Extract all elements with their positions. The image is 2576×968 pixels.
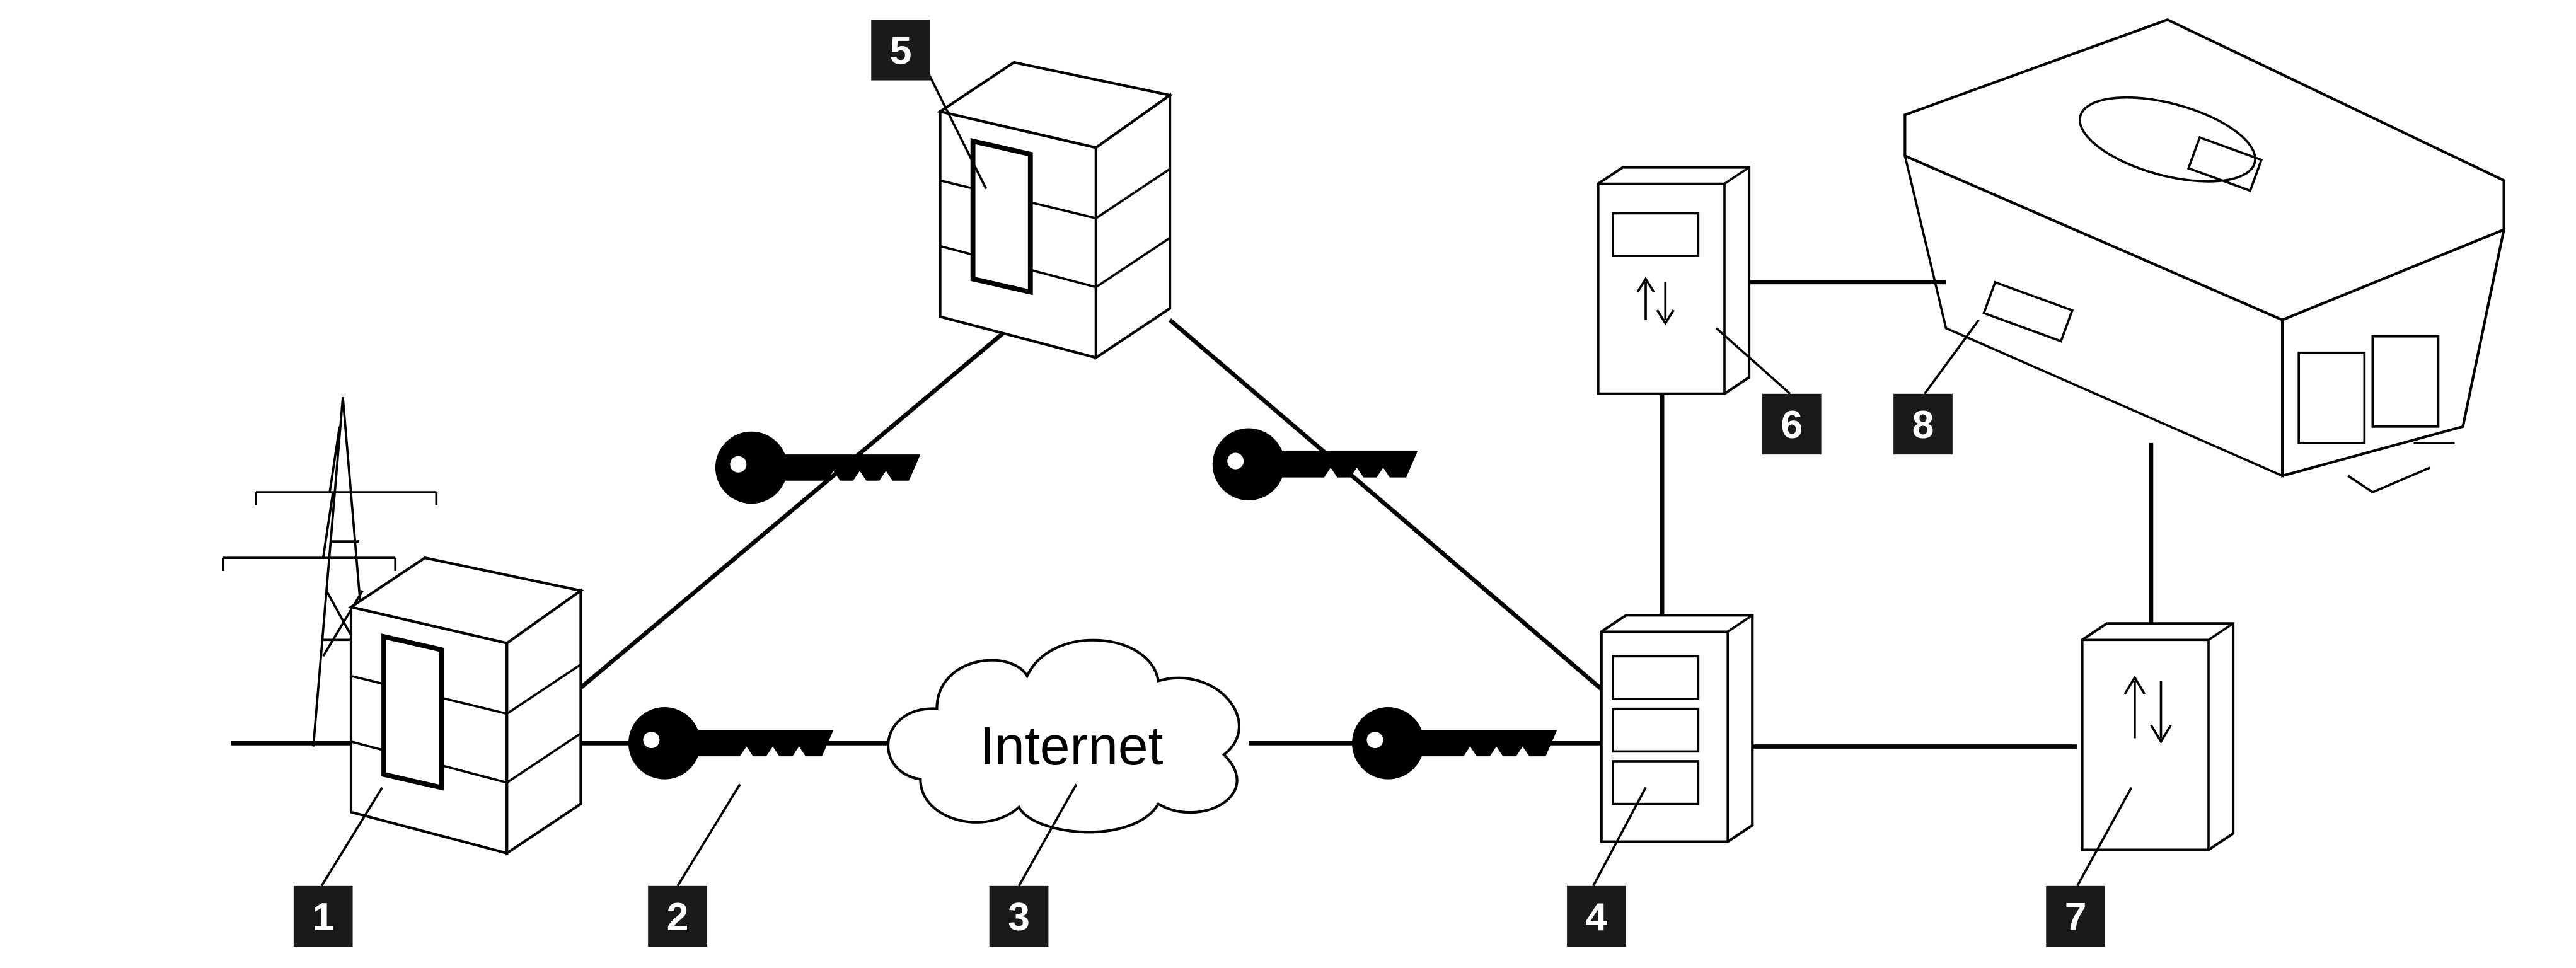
inverter-icon: [1903, 18, 2506, 494]
svg-text:8: 8: [1912, 403, 1934, 447]
svg-text:3: 3: [1008, 895, 1030, 939]
key-icon: [1352, 707, 1557, 780]
callout-5: 5: [871, 20, 930, 81]
leader-lines: [320, 73, 2133, 887]
key-icon: [1212, 428, 1418, 501]
callout-4: 4: [1567, 885, 1626, 947]
internet-label: Internet: [979, 716, 1163, 776]
svg-text:2: 2: [667, 895, 689, 939]
key-icon: [628, 707, 834, 780]
svg-text:1: 1: [312, 895, 334, 939]
callout-3: 3: [989, 885, 1049, 947]
server-building-icon: [940, 62, 1170, 358]
bidirectional-meter-7: [2082, 623, 2234, 850]
callout-8: 8: [1893, 393, 1953, 455]
callout-7: 7: [2046, 885, 2105, 947]
callout-6: 6: [1762, 393, 1822, 455]
internet-cloud: Internet: [887, 638, 1240, 834]
svg-text:5: 5: [890, 29, 912, 73]
power-pylon-icon: [222, 396, 438, 747]
callout-2: 2: [648, 885, 707, 947]
svg-text:4: 4: [1586, 895, 1608, 939]
svg-text:7: 7: [2065, 895, 2087, 939]
meter-cabinet-4: [1602, 615, 1753, 841]
svg-text:6: 6: [1781, 403, 1803, 447]
callout-1: 1: [293, 885, 353, 947]
grid-operator-building-icon: [351, 558, 580, 853]
key-icon: [715, 431, 921, 504]
bidirectional-meter-6: [1598, 168, 1750, 394]
